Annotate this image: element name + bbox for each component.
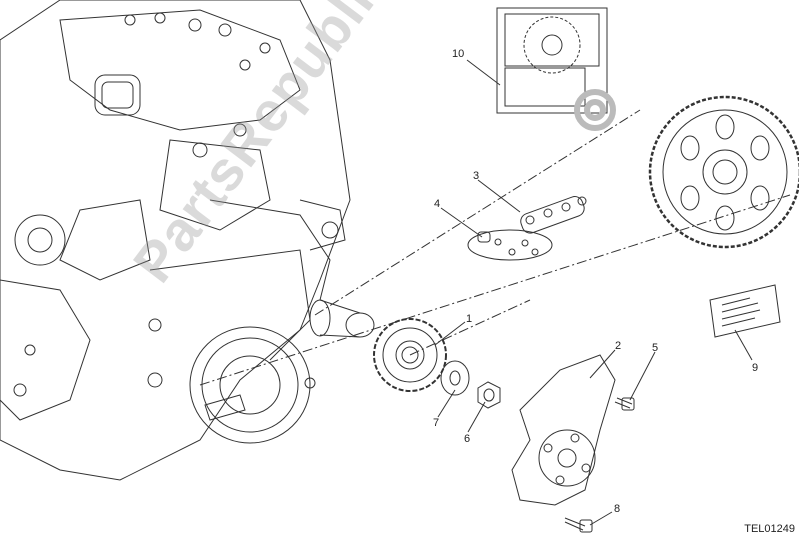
alignment-lines <box>199 109 791 386</box>
drawing-reference-code: TEL01249 <box>744 523 795 535</box>
callout-3: 3 <box>473 170 480 182</box>
cover-bolt-lower <box>564 517 593 533</box>
lock-washer <box>440 360 470 396</box>
cover-bolt-upper <box>614 397 635 411</box>
callout-2: 2 <box>615 340 622 352</box>
callout-7: 7 <box>433 417 440 429</box>
callout-9: 9 <box>752 362 759 374</box>
sprocket-cover <box>511 354 616 506</box>
front-sprocket <box>373 318 447 392</box>
leader-lines <box>434 59 753 526</box>
callout-1: 1 <box>466 313 473 325</box>
warning-label <box>709 284 781 338</box>
output-shaft <box>309 299 375 338</box>
drive-chain <box>520 196 587 234</box>
callout-6: 6 <box>464 433 471 445</box>
callout-5: 5 <box>652 342 659 354</box>
generator-cover <box>189 326 311 444</box>
callout-10: 10 <box>452 48 465 60</box>
sprocket-nut <box>477 381 501 409</box>
rear-sprocket <box>648 95 799 249</box>
callout-8: 8 <box>614 503 621 515</box>
engine-block <box>0 0 375 481</box>
master-link <box>467 229 553 261</box>
chain-kit-box <box>496 7 608 114</box>
gear-icon <box>574 89 616 131</box>
callout-4: 4 <box>434 198 441 210</box>
